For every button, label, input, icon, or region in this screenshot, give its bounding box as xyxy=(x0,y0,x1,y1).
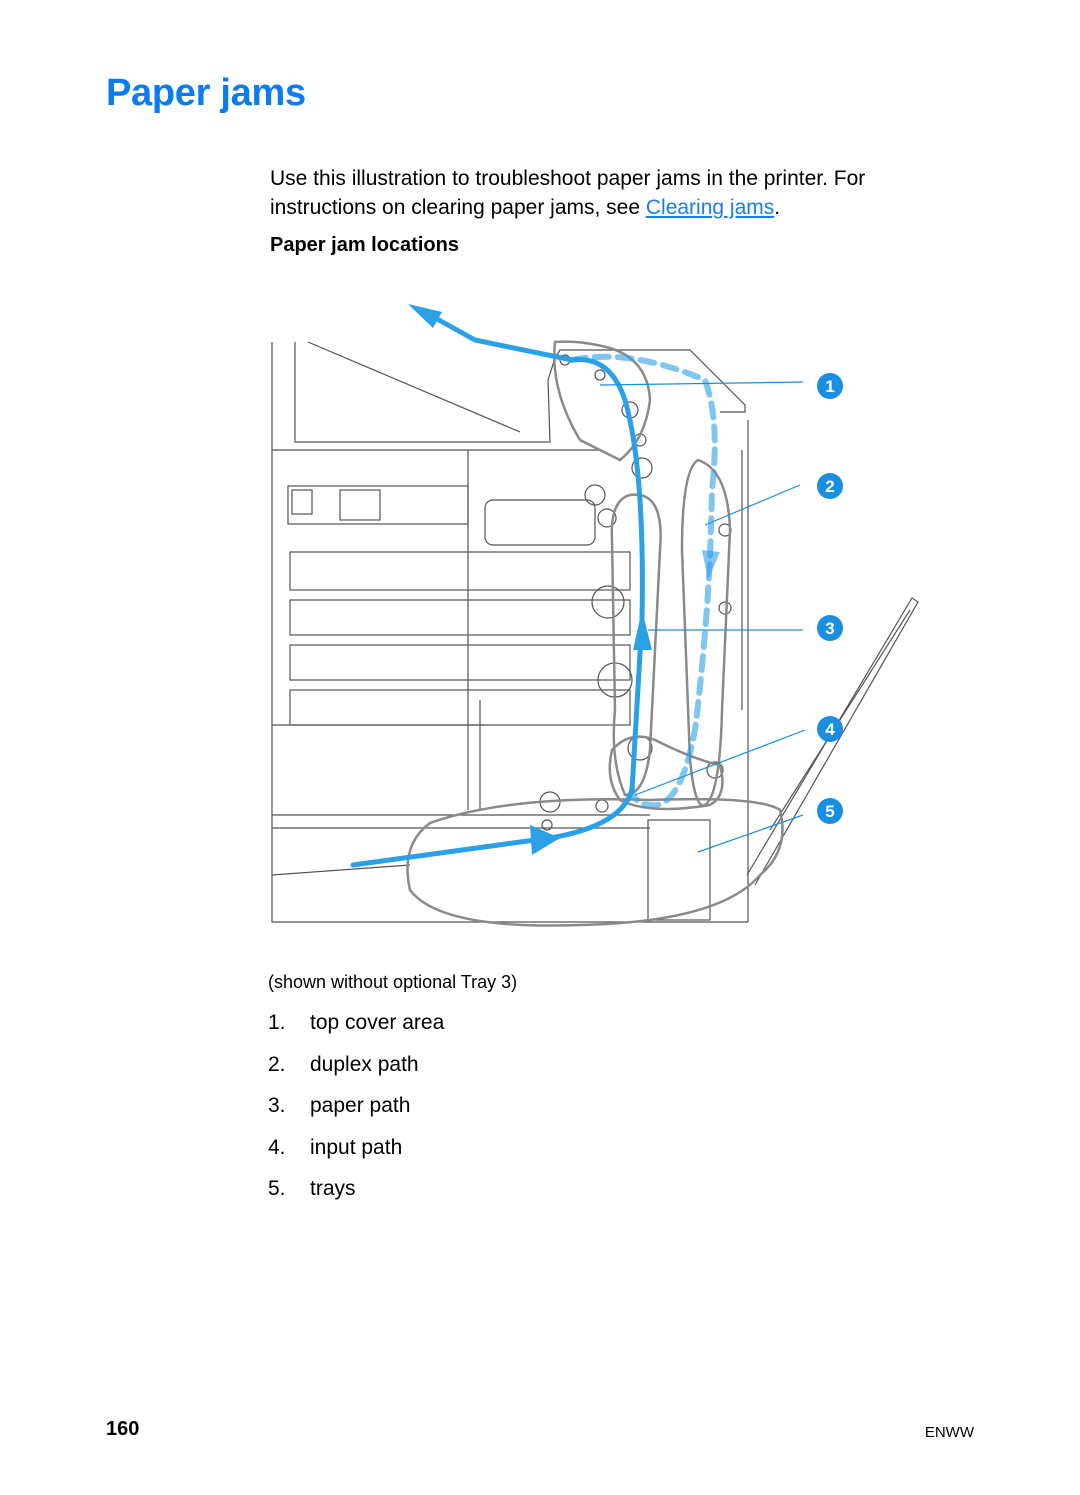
callout-4-label: 4 xyxy=(825,720,835,739)
callout-1-label: 1 xyxy=(825,377,834,396)
callout-3: 3 xyxy=(817,615,843,641)
list-item-label: paper path xyxy=(310,1094,411,1117)
list-item-label: duplex path xyxy=(310,1052,419,1076)
list-item-number: 3. xyxy=(268,1094,286,1117)
jam-location-list: 1. top cover area 2. duplex path 3. paper p… xyxy=(268,1008,444,1216)
callout-1: 1 xyxy=(817,373,843,399)
figure-caption: (shown without optional Tray 3) xyxy=(268,972,518,992)
callout-4: 4 xyxy=(817,716,843,742)
callout-5-label: 5 xyxy=(825,802,834,821)
duplex-arrow-icon xyxy=(702,550,720,580)
upward-arrow-icon xyxy=(633,610,652,650)
page-title: Paper jams xyxy=(106,72,306,114)
callout-3-label: 3 xyxy=(825,619,834,638)
callout-2-label: 2 xyxy=(825,477,834,496)
list-item: 2. duplex path xyxy=(268,1050,444,1092)
list-item-number: 2. xyxy=(268,1052,286,1076)
clearing-jams-link[interactable]: Clearing jams xyxy=(645,196,775,219)
list-item-number: 1. xyxy=(268,1011,286,1034)
list-item-number: 4. xyxy=(268,1135,286,1159)
jam-zone-outlines xyxy=(406,340,784,927)
path-arrowheads xyxy=(408,304,720,855)
list-item-label: top cover area xyxy=(310,1011,445,1034)
paper-path-arrows xyxy=(350,312,718,868)
list-item-label: trays xyxy=(310,1177,356,1200)
footer-label: ENWW xyxy=(924,1424,974,1441)
page-number: 160 xyxy=(106,1418,140,1440)
list-item: 3. paper path xyxy=(268,1091,444,1133)
callout-5: 5 xyxy=(817,798,843,824)
callout-markers: 1 2 3 4 5 xyxy=(817,373,843,824)
section-heading: Paper jam locations xyxy=(270,234,459,256)
list-item-number: 5. xyxy=(268,1177,286,1200)
list-item-label: input path xyxy=(310,1135,403,1159)
input-arrow-icon xyxy=(530,825,560,855)
intro-paragraph: Use this illustration to troubleshoot pa… xyxy=(270,164,970,222)
callout-2: 2 xyxy=(817,473,843,499)
leader-lines xyxy=(599,381,806,853)
intro-text-end: . xyxy=(774,196,781,219)
list-item: 5. trays xyxy=(268,1174,444,1216)
list-item: 1. top cover area xyxy=(268,1008,444,1050)
intro-text: Use this illustration to troubleshoot pa… xyxy=(270,167,866,219)
list-item: 4. input path xyxy=(268,1133,444,1175)
output-arrow-icon xyxy=(408,304,442,328)
printer-jam-diagram: 1 2 3 4 5 xyxy=(271,304,919,927)
